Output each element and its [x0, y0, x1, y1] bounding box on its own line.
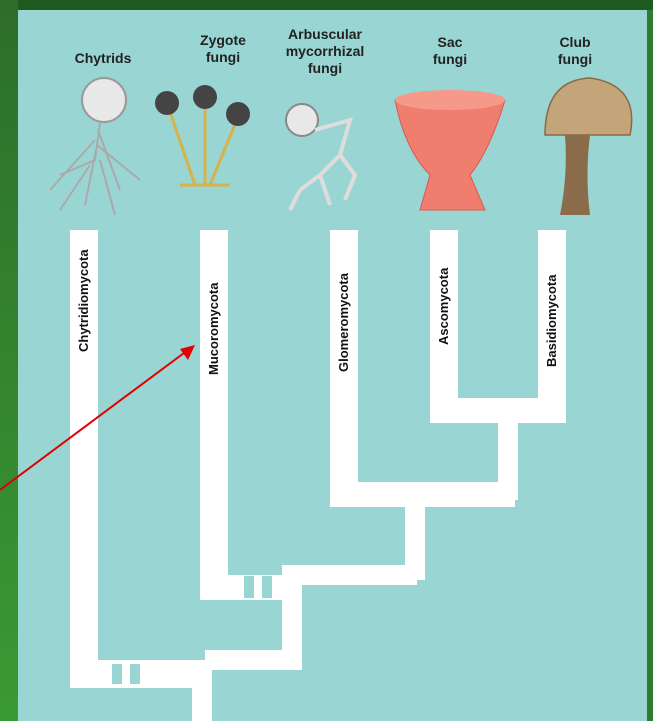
branch-dikarya-join: [330, 482, 515, 507]
phylum-chytridiomycota: Chytridiomycota: [76, 249, 91, 352]
sac-fungus-cup-icon: [395, 90, 505, 210]
label-arbuscular-fungi: Arbuscular mycorrhizal fungi: [265, 26, 385, 77]
phylum-mucoromycota: Mucoromycota: [206, 283, 221, 375]
label-zygote-fungi: Zygote fungi: [168, 32, 278, 66]
phylum-basidiomycota: Basidiomycota: [544, 275, 559, 367]
branch-glom-join: [282, 565, 417, 585]
zygote-fungi-sporangia-icon: [155, 85, 250, 185]
label-chytrids: Chytrids: [48, 50, 158, 67]
branch-asco-basidio-join: [430, 398, 550, 423]
phylum-glomeromycota: Glomeromycota: [336, 273, 351, 372]
branch-glom-up: [405, 495, 425, 580]
label-club-fungi: Club fungi: [520, 34, 630, 68]
club-fungus-mushroom-icon: [545, 78, 632, 215]
branch-connector-b: [205, 650, 302, 670]
phylum-ascomycota: Ascomycota: [436, 268, 451, 345]
branch-dikarya-up: [498, 410, 518, 500]
label-sac-fungi: Sac fungi: [395, 34, 505, 68]
arbuscular-fungus-icon: [286, 104, 355, 210]
tree-branches: [70, 230, 566, 721]
chytrid-sporangium-icon: [50, 78, 140, 215]
